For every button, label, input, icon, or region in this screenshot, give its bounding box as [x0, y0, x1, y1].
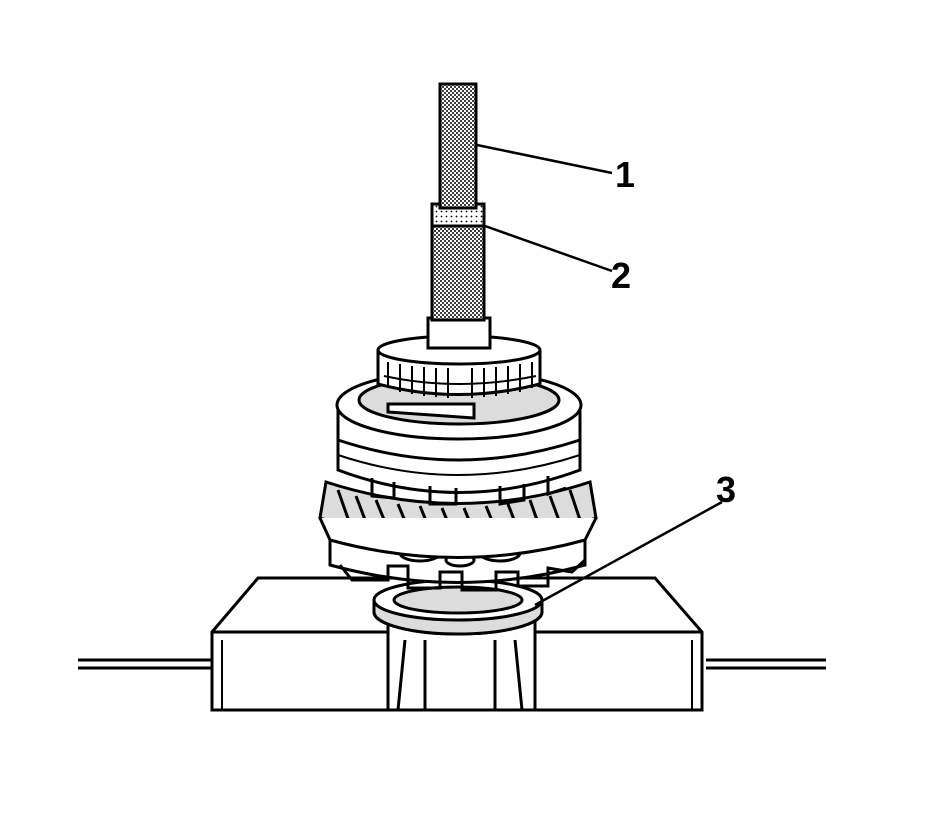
callout-label-2: 2 [611, 255, 632, 296]
bushing-part [372, 578, 544, 636]
splined-hub [376, 334, 542, 398]
handle-part [438, 82, 478, 210]
leader-lines [476, 143, 723, 607]
helical-gear [318, 480, 598, 559]
leader-line-1 [476, 143, 613, 175]
driver-part [426, 202, 492, 350]
leader-line-2 [484, 224, 613, 273]
leader-line-3 [534, 500, 723, 607]
callout-label-1: 1 [615, 154, 636, 195]
support-post [386, 618, 537, 712]
callout-label-3: 3 [716, 469, 737, 510]
